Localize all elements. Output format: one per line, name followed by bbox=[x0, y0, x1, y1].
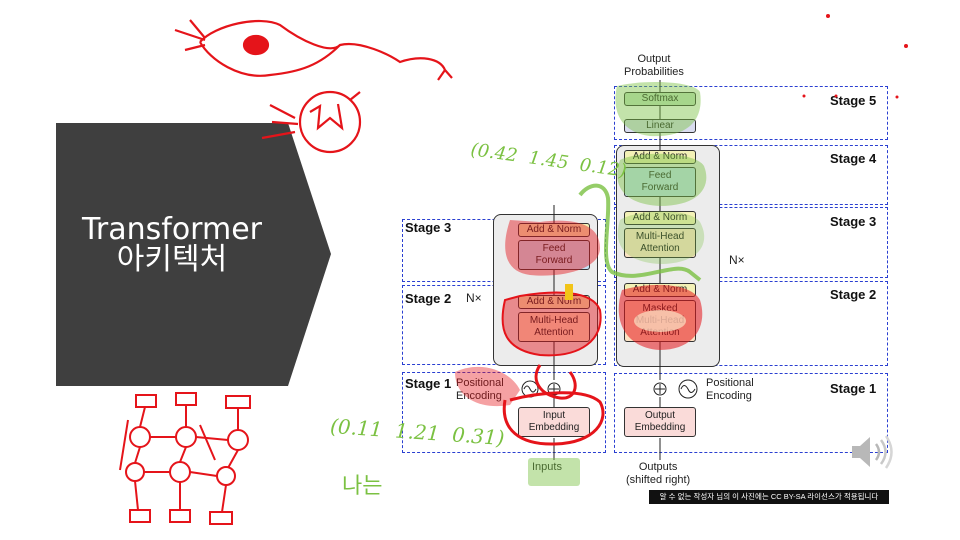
speaker-icon[interactable] bbox=[848, 432, 896, 472]
decoder-output-embedding-label: Output Embedding bbox=[634, 410, 686, 433]
encoder-input-embedding-label: Input Embedding bbox=[528, 410, 580, 433]
rnn-sketch bbox=[119, 392, 251, 525]
decoder-mha-label: Multi-Head Attention bbox=[635, 231, 685, 254]
decoder-feed-forward: Feed Forward bbox=[624, 167, 696, 197]
title-chevron-shape bbox=[56, 123, 331, 386]
decoder-softmax: Softmax bbox=[624, 92, 696, 106]
encoder-mha-label: Multi-Head Attention bbox=[529, 315, 579, 338]
encoder-input-embedding: Input Embedding bbox=[518, 407, 590, 437]
decoder-stage5-box bbox=[614, 86, 888, 140]
encoder-multi-head-attention: Multi-Head Attention bbox=[518, 312, 590, 342]
encoder-stage1-box bbox=[402, 372, 606, 453]
encoder-positional-label: Positional Encoding bbox=[456, 377, 504, 402]
encoder-feed-forward: Feed Forward bbox=[518, 240, 590, 270]
decoder-stage1-label: Stage 1 bbox=[830, 381, 877, 396]
decoder-stage4-label: Stage 4 bbox=[830, 151, 877, 166]
decoder-stage1-box bbox=[614, 373, 888, 453]
encoder-inputs-label: Inputs bbox=[532, 461, 562, 473]
decoder-add-norm-2: Add & Norm bbox=[624, 211, 696, 225]
encoder-add-norm-bottom: Add & Norm bbox=[518, 295, 590, 309]
slide-title: Transformer 아키텍처 bbox=[56, 215, 288, 275]
encoder-add-norm-top: Add & Norm bbox=[518, 223, 590, 237]
handwritten-vector-top: (0.42 1.45 0.12) bbox=[469, 139, 628, 182]
decoder-masked-mha: Masked Multi-Head Attention bbox=[624, 300, 696, 342]
decoder-output-embedding: Output Embedding bbox=[624, 407, 696, 437]
slide-title-line2: 아키텍처 bbox=[116, 242, 228, 277]
license-caption: 알 수 없는 작성자 님의 이 사진에는 CC BY-SA 라이선스가 적용됩니… bbox=[649, 490, 889, 504]
decoder-stage2-label: Stage 2 bbox=[830, 287, 877, 302]
decoder-positional-label: Positional Encoding bbox=[706, 377, 754, 402]
decoder-feed-forward-label: Feed Forward bbox=[641, 170, 679, 193]
handwritten-korean-word: 나는 bbox=[342, 474, 383, 499]
decoder-stage5-label: Stage 5 bbox=[830, 93, 877, 108]
decoder-stage2-box bbox=[614, 281, 888, 366]
encoder-stage3-label: Stage 3 bbox=[405, 220, 452, 235]
decoder-masked-mha-label: Masked Multi-Head Attention bbox=[635, 303, 685, 338]
decoder-add-norm-3: Add & Norm bbox=[624, 150, 696, 164]
encoder-feed-forward-label: Feed Forward bbox=[535, 243, 573, 266]
decoder-multi-head-attention: Multi-Head Attention bbox=[624, 228, 696, 258]
encoder-stage2-label: Stage 2 bbox=[405, 291, 452, 306]
decoder-nx-label: N× bbox=[729, 253, 745, 267]
encoder-stage1-label: Stage 1 bbox=[405, 376, 452, 391]
decoder-add-norm-1: Add & Norm bbox=[624, 283, 696, 297]
decoder-stage4-box bbox=[614, 145, 888, 205]
slide-title-line1: Transformer bbox=[81, 212, 262, 247]
output-probabilities-label: Output Probabilities bbox=[624, 53, 684, 78]
decoder-linear: Linear bbox=[624, 119, 696, 133]
decoder-outputs-label: Outputs (shifted right) bbox=[626, 461, 691, 486]
decoder-stage3-label: Stage 3 bbox=[830, 214, 877, 229]
encoder-nx-label: N× bbox=[466, 291, 482, 305]
